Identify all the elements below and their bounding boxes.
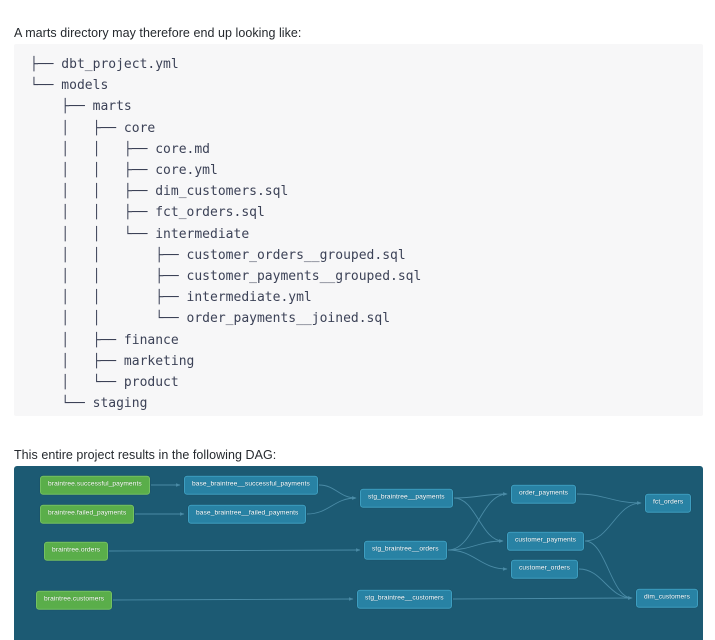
dag-edge-stg_braintree_orders-to-order_payments	[447, 492, 508, 551]
dag-edge-stg_braintree_customers-to-dim_customers	[452, 596, 633, 600]
dag-node-customer_orders[interactable]: customer_orders	[511, 559, 578, 579]
dag-node-braintree_successful_payments[interactable]: braintree.successful_payments	[40, 475, 150, 495]
dag-node-braintree_failed_payments[interactable]: braintree.failed_payments	[40, 504, 135, 524]
dag-intro-paragraph: This entire project results in the follo…	[14, 447, 277, 462]
dag-edge-braintree_customers-to-stg_braintree_customers	[112, 597, 354, 601]
dag-node-base_braintree_successful_payments[interactable]: base_braintree__successful_payments	[184, 475, 318, 495]
dag-edge-base_braintree_failed_payments-to-stg_braintree_payments	[306, 496, 357, 515]
dag-node-braintree_customers[interactable]: braintree.customers	[36, 590, 113, 610]
dag-edge-braintree_orders-to-stg_braintree_orders	[108, 548, 361, 552]
dag-node-customer_payments[interactable]: customer_payments	[507, 531, 585, 551]
dag-edge-customer_orders-to-dim_customers	[578, 568, 633, 600]
dag-node-dim_customers[interactable]: dim_customers	[636, 588, 699, 608]
dag-edge-customer_payments-to-dim_customers	[584, 540, 633, 600]
dag-node-stg_braintree_payments[interactable]: stg_braintree__payments	[360, 488, 453, 508]
dag-edge-base_braintree_successful_payments-to-stg_braintree_payments	[318, 484, 357, 500]
dag-edge-stg_braintree_payments-to-order_payments	[453, 492, 508, 499]
dag-edge-order_payments-to-fct_orders	[576, 493, 642, 505]
dag-edge-stg_braintree_orders-to-customer_orders	[447, 549, 508, 571]
dag-edge-layer	[108, 483, 642, 601]
directory-tree-text: ├── dbt_project.yml └── models ├── marts…	[30, 57, 422, 412]
directory-tree-code-block: ├── dbt_project.yml └── models ├── marts…	[14, 44, 703, 416]
dag-node-fct_orders[interactable]: fct_orders	[645, 493, 692, 513]
dag-diagram[interactable]: braintree.successful_payments braintree.f…	[14, 466, 703, 640]
dag-node-stg_braintree_customers[interactable]: stg_braintree__customers	[357, 589, 452, 609]
dag-node-braintree_orders[interactable]: braintree.orders	[44, 541, 109, 561]
dag-node-stg_braintree_orders[interactable]: stg_braintree__orders	[364, 540, 447, 560]
dag-edge-customer_payments-to-fct_orders	[584, 501, 642, 542]
dag-node-base_braintree_failed_payments[interactable]: base_braintree__failed_payments	[188, 504, 307, 524]
dag-edge-stg_braintree_orders-to-customer_payments	[447, 539, 504, 551]
intro-paragraph: A marts directory may therefore end up l…	[14, 25, 302, 40]
dag-node-order_payments[interactable]: order_payments	[511, 484, 577, 504]
